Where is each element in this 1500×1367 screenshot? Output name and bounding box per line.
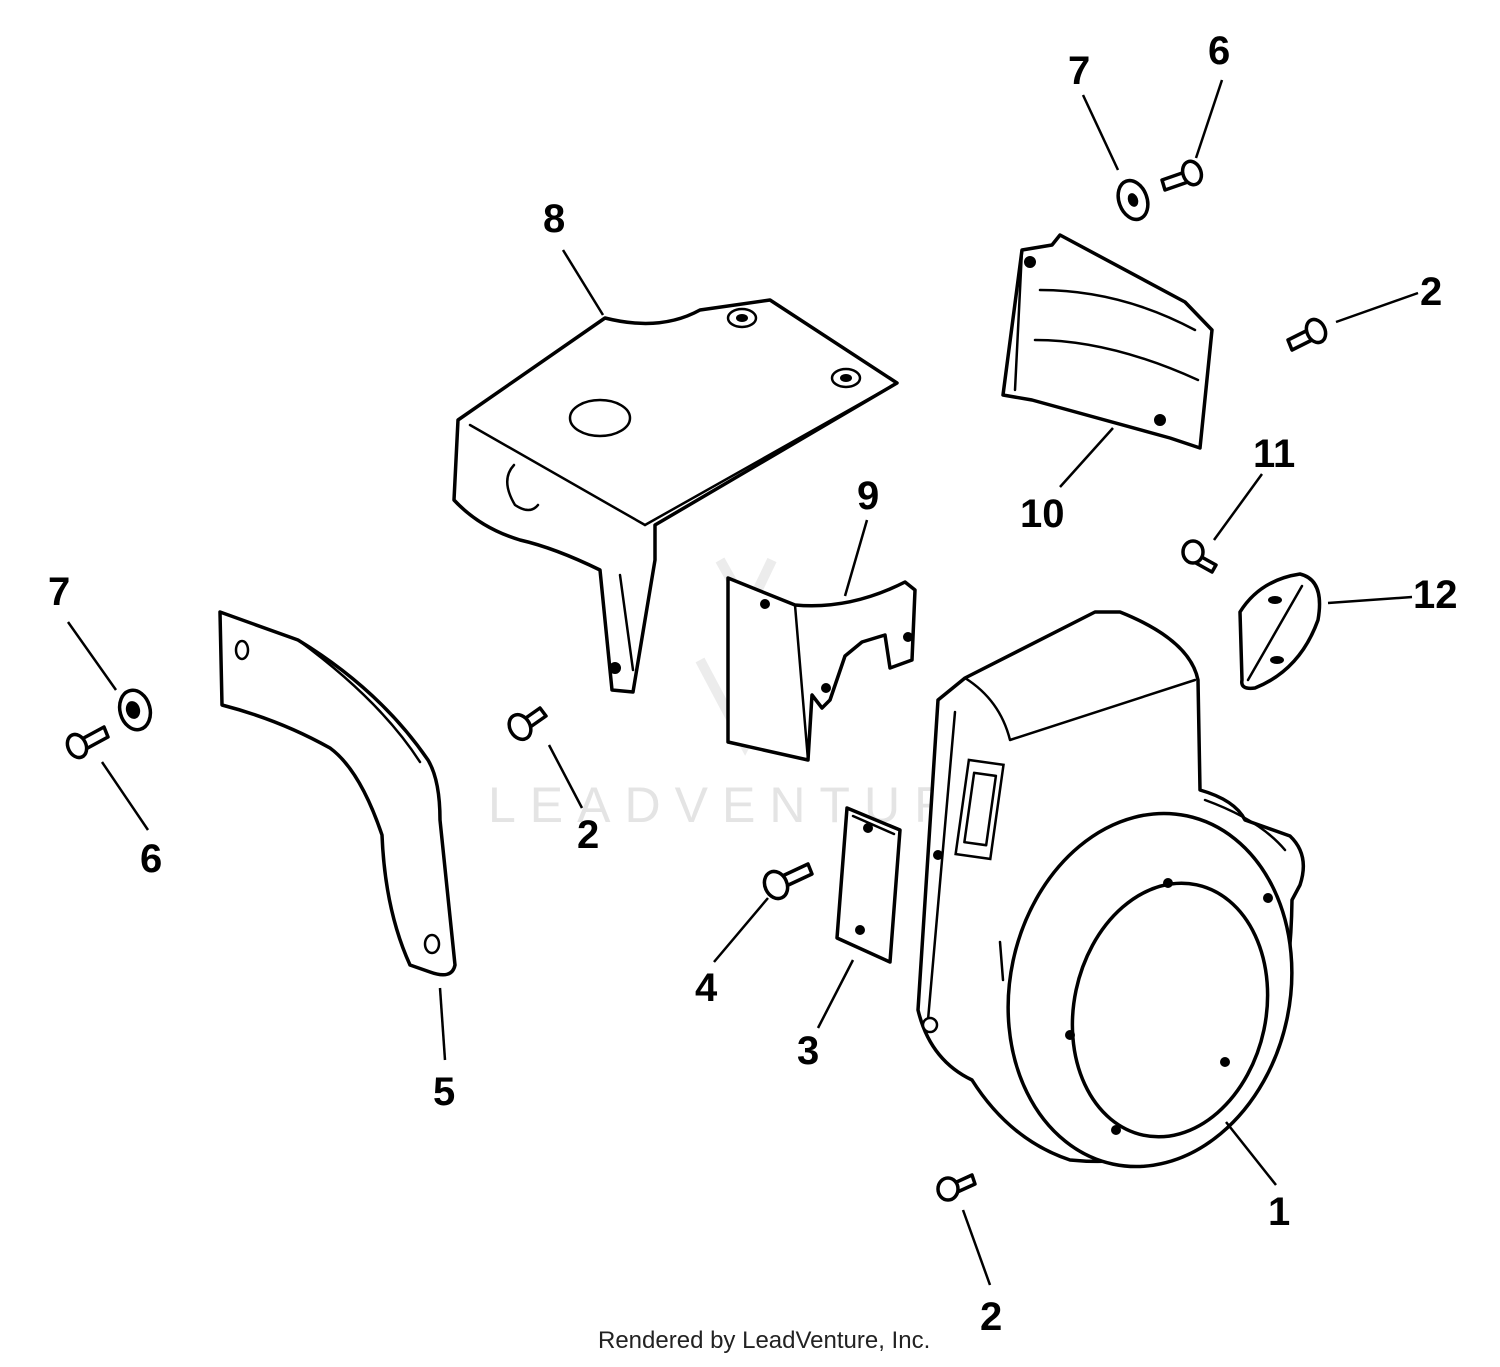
part-7-washer-left[interactable] (115, 687, 154, 733)
watermark-text: LEADVENTURE (488, 777, 1012, 833)
callout-10: 10 (1020, 492, 1065, 536)
part-10-baffle[interactable] (1001, 233, 1214, 450)
part-2-screw-middle[interactable] (505, 706, 548, 743)
callout-3: 3 (797, 1029, 819, 1073)
callout-5: 5 (433, 1070, 455, 1114)
part-4-screw[interactable] (760, 862, 814, 902)
callout-7-left: 7 (48, 570, 70, 614)
part-9-small-baffle[interactable] (726, 576, 917, 762)
part-11-screw[interactable] (1181, 539, 1218, 574)
part-12-cover-plate[interactable] (1238, 572, 1322, 691)
part-2-screw-right[interactable] (1286, 316, 1329, 352)
leader-lines (66, 79, 1419, 1286)
part-3-gasket-plate[interactable] (835, 806, 902, 964)
part-5-side-baffle[interactable] (218, 610, 457, 977)
callout-2-right: 2 (1420, 270, 1442, 314)
part-8-top-shroud[interactable] (452, 298, 899, 694)
part-7-washer-top[interactable] (1113, 176, 1153, 223)
callout-6-left: 6 (140, 837, 162, 881)
callout-1: 1 (1268, 1190, 1290, 1234)
callout-8: 8 (543, 197, 565, 241)
callout-7-top: 7 (1068, 49, 1090, 93)
callout-11: 11 (1253, 432, 1295, 476)
part-2-screw-bottom[interactable] (936, 1173, 977, 1202)
callout-12: 12 (1413, 573, 1458, 617)
callout-2-bottom: 2 (980, 1295, 1002, 1339)
footer-credit: Rendered by LeadVenture, Inc. (598, 1327, 930, 1354)
callout-6-top: 6 (1208, 29, 1230, 73)
callout-2-middle: 2 (577, 813, 599, 857)
callout-4: 4 (695, 966, 718, 1010)
part-6-screw-left[interactable] (64, 725, 110, 761)
part-6-screw-top[interactable] (1160, 159, 1205, 192)
part-1-blower-housing[interactable] (916, 610, 1324, 1193)
callout-9: 9 (857, 474, 879, 518)
callout-labels: 7 6 8 2 10 11 9 12 7 6 2 5 4 3 1 2 (48, 29, 1458, 1339)
fasteners (64, 159, 1329, 1202)
